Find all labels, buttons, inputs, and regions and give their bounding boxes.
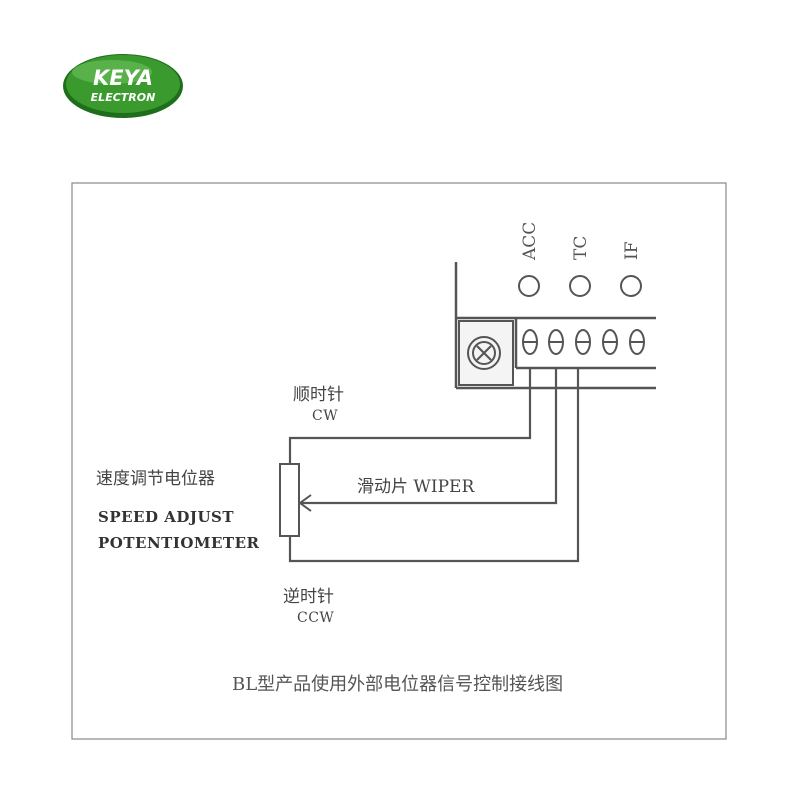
acc-indicator-icon xyxy=(518,275,540,297)
terminal-block xyxy=(522,329,645,355)
wire-wiper xyxy=(300,368,558,505)
potentiometer-resistor xyxy=(279,463,300,537)
terminal-indicators xyxy=(518,275,642,297)
label-cw-cn: 顺时针 xyxy=(293,385,344,405)
wire-cw xyxy=(288,368,532,464)
label-wiper: 滑动片 WIPER xyxy=(357,477,475,497)
label-pot-cn: 速度调节电位器 xyxy=(96,469,215,489)
terminal-label-tc: TC xyxy=(571,236,591,260)
diagram-frame xyxy=(71,182,727,740)
terminal-screw-icon xyxy=(629,329,645,355)
terminal-label-acc: ACC xyxy=(520,222,540,261)
label-cw-en: CW xyxy=(312,408,338,424)
tc-indicator-icon xyxy=(569,275,591,297)
logo-text-electron: ELECTRON xyxy=(91,91,156,104)
label-ccw-cn: 逆时针 xyxy=(283,587,334,607)
label-pot-en-2: POTENTIOMETER xyxy=(98,534,260,552)
label-ccw-en: CCW xyxy=(297,610,334,626)
mounting-screw-icon xyxy=(458,320,514,386)
terminal-screw-icon xyxy=(522,329,538,355)
terminal-screw-icon xyxy=(548,329,564,355)
diagram-caption: BL型产品使用外部电位器信号控制接线图 xyxy=(232,674,563,695)
logo-text-keya: KEYA xyxy=(93,66,153,90)
wiper-arrow-icon xyxy=(298,494,312,512)
wires xyxy=(288,368,580,563)
wire-ccw xyxy=(288,368,580,563)
if-indicator-icon xyxy=(620,275,642,297)
terminal-screw-icon xyxy=(575,329,591,355)
label-pot-en-1: SPEED ADJUST xyxy=(98,508,234,526)
terminal-label-if: IF xyxy=(622,241,642,260)
keya-logo: KEYA ELECTRON xyxy=(63,54,183,118)
terminal-screw-icon xyxy=(602,329,618,355)
